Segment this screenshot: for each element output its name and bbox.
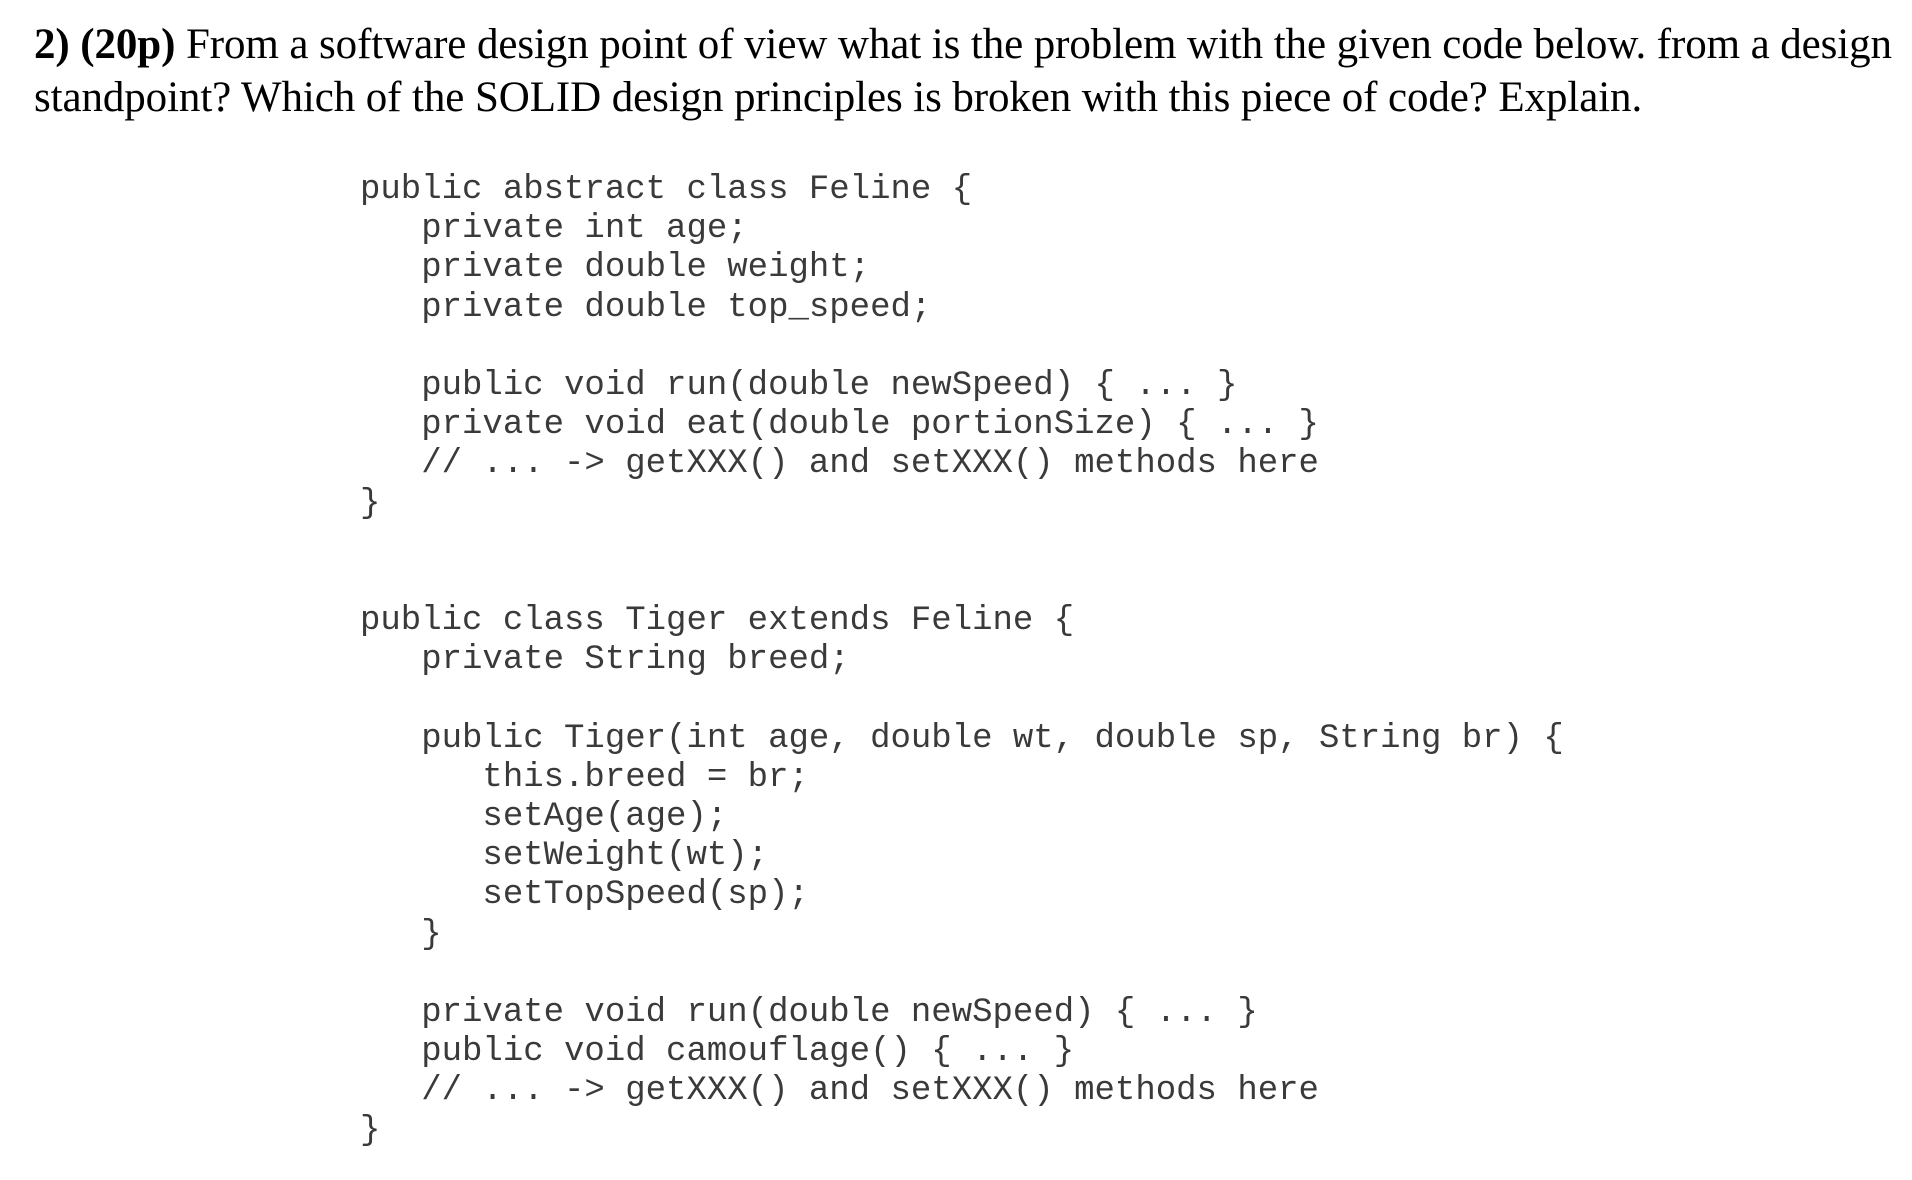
code-line [360, 563, 1564, 602]
code-line: private void eat(double portionSize) { .… [360, 406, 1319, 445]
code-line: public void run(double newSpeed) { ... } [360, 366, 1238, 405]
code-line: // ... -> getXXX() and setXXX() methods … [360, 1072, 1319, 1111]
code-line [360, 680, 1564, 719]
code-line: } [360, 484, 381, 523]
code-line: public abstract class Feline { [360, 171, 973, 209]
code-line: private double weight; [360, 249, 871, 288]
code-line: setWeight(wt); [360, 837, 769, 876]
code-line [360, 524, 1564, 563]
code-line: this.breed = br; [360, 758, 809, 797]
question-number: 2) (20p) [34, 21, 176, 68]
code-line: public Tiger(int age, double wt, double … [360, 719, 1564, 758]
question-text: 2) (20p) From a software design point of… [34, 18, 1904, 124]
code-line: setTopSpeed(sp); [360, 876, 809, 915]
code-line: } [360, 1111, 381, 1150]
question-body: From a software design point of view wha… [34, 21, 1892, 121]
code-line: public void camouflage() { ... } [360, 1033, 1075, 1072]
code-line: private String breed; [360, 641, 850, 680]
code-line: } [360, 915, 442, 954]
code-line: setAge(age); [360, 798, 728, 836]
code-line: private double top_speed; [360, 288, 932, 327]
code-line [360, 955, 1564, 994]
code-line: private void run(double newSpeed) { ... … [360, 993, 1258, 1032]
code-line: // ... -> getXXX() and setXXX() methods … [360, 445, 1319, 484]
code-line: private int age; [360, 210, 748, 249]
code-listing: public abstract class Feline { private i… [360, 171, 1564, 1151]
code-line [360, 328, 1564, 367]
code-line: public class Tiger extends Feline { [360, 602, 1075, 641]
